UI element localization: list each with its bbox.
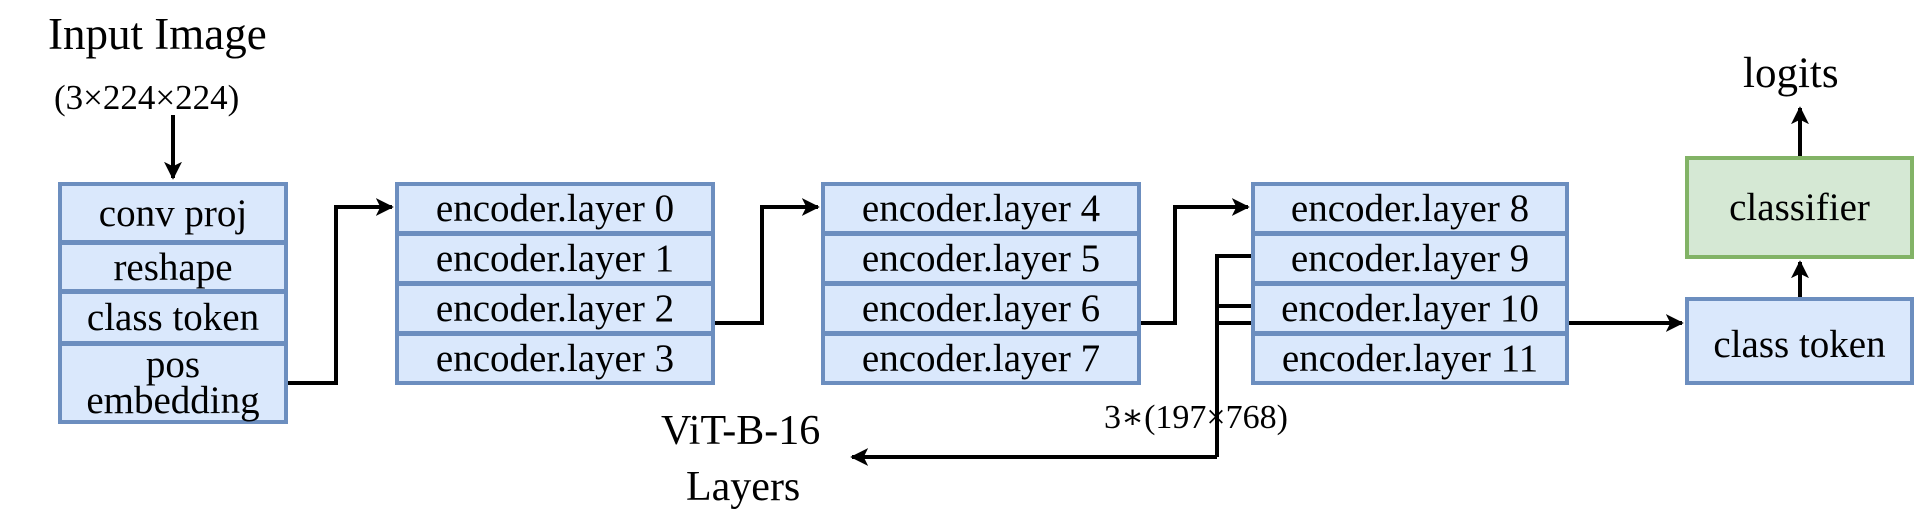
encoder-layer-5: encoder.layer 5 bbox=[821, 232, 1141, 285]
extract-title-line-1: ViT-B-16 bbox=[661, 408, 821, 454]
stack2-to-stack3-arrow bbox=[1137, 198, 1250, 325]
classifier-box: classifier bbox=[1685, 156, 1914, 259]
stem-pos-embedding: pos embedding bbox=[58, 342, 288, 424]
stem-pos-embedding-label: pos embedding bbox=[86, 343, 260, 422]
encoder-layer-9: encoder.layer 9 bbox=[1251, 232, 1569, 285]
stack1-to-stack2-arrow bbox=[712, 198, 820, 325]
stem-class-token: class token bbox=[58, 290, 288, 345]
encoder-layer-8: encoder.layer 8 bbox=[1251, 182, 1569, 235]
stem-to-stack1-arrow bbox=[285, 198, 394, 385]
encoder-layer-6: encoder.layer 6 bbox=[821, 282, 1141, 335]
encoder-layer-4: encoder.layer 4 bbox=[821, 182, 1141, 235]
logits-label: logits bbox=[1743, 50, 1839, 97]
input-title: Input Image bbox=[48, 9, 267, 59]
head-class-token: class token bbox=[1685, 297, 1914, 385]
extract-title-line-2: Layers bbox=[686, 464, 801, 510]
encoder-layer-10: encoder.layer 10 bbox=[1251, 282, 1569, 335]
stem-reshape: reshape bbox=[58, 241, 288, 293]
layer-tap-bracket bbox=[1215, 254, 1252, 457]
encoder-layer-11: encoder.layer 11 bbox=[1251, 332, 1569, 385]
encoder-layer-2: encoder.layer 2 bbox=[395, 282, 715, 335]
stem-conv-proj: conv proj bbox=[58, 182, 288, 244]
encoder-layer-0: encoder.layer 0 bbox=[395, 182, 715, 235]
encoder-layer-3: encoder.layer 3 bbox=[395, 332, 715, 385]
input-shape: (3×224×224) bbox=[54, 78, 240, 117]
encoder-layer-7: encoder.layer 7 bbox=[821, 332, 1141, 385]
encoder-layer-1: encoder.layer 1 bbox=[395, 232, 715, 285]
extract-shape-label: 3∗(197×768) bbox=[1104, 399, 1288, 436]
